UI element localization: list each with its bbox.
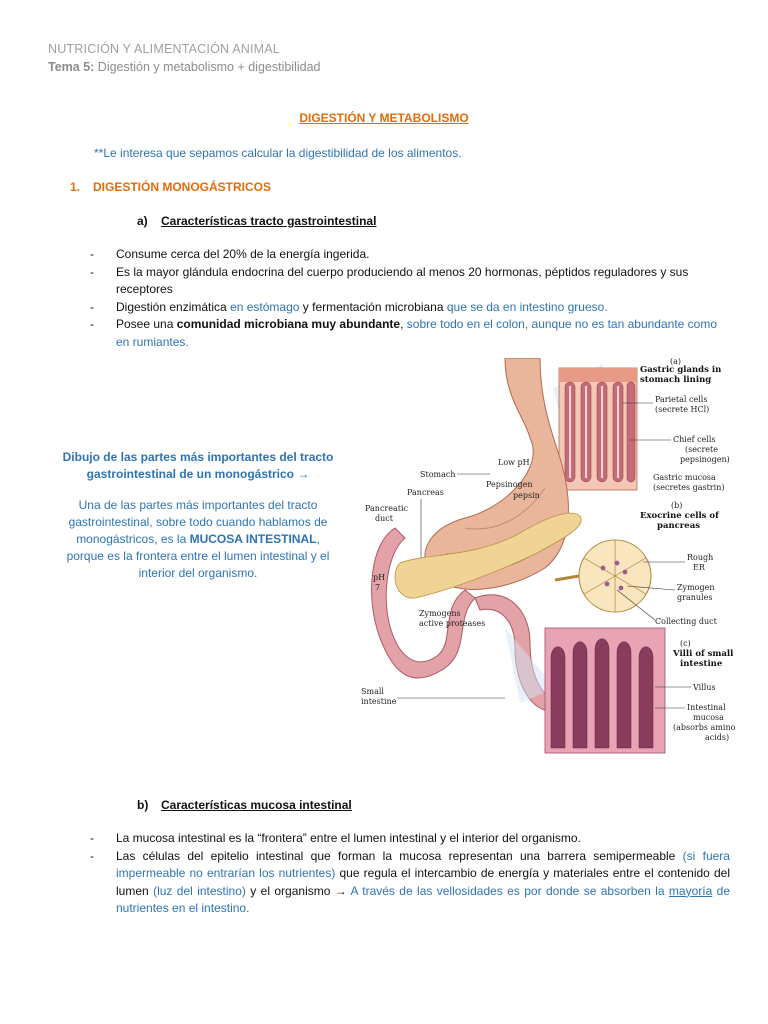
- list-item-text: Las células del epitelio intestinal que …: [116, 848, 683, 863]
- fig-label-intestinal-mucosa: acids): [705, 733, 729, 742]
- section-number: 1.: [70, 180, 81, 194]
- fig-label-chief: Chief cells: [673, 435, 716, 444]
- fig-label-intestinal-mucosa: Intestinal: [687, 703, 726, 712]
- list-item-highlight: en estómago: [230, 299, 300, 314]
- fig-label-pancreatic-duct: Pancreatic: [365, 504, 409, 513]
- course-header: NUTRICIÓN Y ALIMENTACIÓN ANIMAL: [48, 42, 280, 56]
- fig-label-collecting-duct: Collecting duct: [655, 617, 718, 626]
- list-item-highlight: (si fuera impermeable no entrarían los n…: [116, 848, 730, 881]
- fig-label-pepsin: pepsin: [513, 491, 540, 500]
- fig-label-parietal: (secrete HCl): [655, 405, 709, 414]
- list-item-text: Es la mayor glándula endocrina del cuerp…: [116, 264, 689, 297]
- fig-label-ph: pH: [373, 573, 385, 582]
- list-item-text: Consume cerca del 20% de la energía inge…: [116, 247, 370, 261]
- list-item-highlight: que se da en intestino grueso.: [446, 299, 608, 314]
- fig-label-ph-value: 7: [375, 583, 380, 592]
- subsection-b-letter: b): [137, 798, 149, 812]
- list-item-bold: comunidad microbiana muy abundante: [176, 317, 401, 331]
- fig-label-a: (a): [670, 358, 681, 366]
- subsection-a-label: Características tracto gastrointestinal: [161, 214, 377, 228]
- list-item: -Consume cerca del 20% de la energía ing…: [90, 247, 370, 261]
- topic-rest: Digestión y metabolismo + digestibilidad: [94, 60, 321, 74]
- list-item: -Las células del epitelio intestinal que…: [90, 848, 730, 916]
- fig-label-pepsinogen: Pepsinogen: [486, 480, 533, 489]
- figure-caption-title: Dibujo de las partes más importantes del…: [62, 450, 334, 481]
- list-item-text: Digestión enzimática: [116, 299, 231, 314]
- fig-label-pancreas: Pancreas: [407, 488, 444, 497]
- fig-label-b: (b): [671, 501, 682, 510]
- fig-label-pancreatic-duct: duct: [375, 514, 394, 523]
- fig-label-zymogen-granules: Zymogen: [677, 583, 715, 592]
- list-item: -Es la mayor glándula endocrina del cuer…: [90, 264, 689, 297]
- list-item: -Digestión enzimática en estómago y ferm…: [90, 299, 608, 314]
- list-item-text: La mucosa intestinal es la “frontera” en…: [116, 831, 581, 845]
- subsection-b-heading: b) Características mucosa intestinal: [137, 798, 352, 812]
- section-heading: 1. DIGESTIÓN MONOGÁSTRICOS: [70, 180, 271, 194]
- gastric-glands-inset: [553, 364, 638, 491]
- fig-label-chief: pepsinogen): [680, 455, 730, 464]
- fig-label-chief: (secrete: [685, 445, 718, 454]
- list-item-highlight: de nutrientes en el intestino.: [116, 883, 730, 916]
- caption-text: Una de las partes más importantes del tr…: [68, 498, 328, 546]
- subsection-b-label: Características mucosa intestinal: [161, 798, 352, 812]
- list-item-text: Posee una: [116, 317, 177, 331]
- list-item-text: y fermentación microbiana: [299, 299, 447, 314]
- fig-title-b: pancreas: [657, 521, 700, 531]
- subsection-a-letter: a): [137, 214, 148, 228]
- villi-inset: [505, 627, 666, 754]
- fig-title-c: Villi of small: [672, 649, 734, 659]
- fig-label-stomach: Stomach: [420, 470, 456, 479]
- fig-label-zymogen-granules: granules: [677, 593, 712, 602]
- topic-prefix: Tema 5:: [48, 60, 95, 74]
- fig-label-small-intestine: intestine: [361, 697, 397, 706]
- topic-header: Tema 5: Digestión y metabolismo + digest…: [48, 60, 321, 74]
- caption-text: , porque es la frontera entre el lumen i…: [66, 532, 330, 580]
- fig-label-zymogens: Zymogens: [419, 609, 461, 618]
- caption-bold: MUCOSA INTESTINAL: [189, 532, 317, 546]
- fig-label-villus: Villus: [692, 683, 716, 692]
- fig-label-c: (c): [680, 639, 691, 648]
- list-item-highlight: mayoría: [668, 883, 713, 898]
- section-label: DIGESTIÓN MONOGÁSTRICOS: [93, 180, 272, 194]
- fig-label-rough-er: Rough: [687, 553, 713, 562]
- list-item-text: y el organismo →: [245, 883, 351, 898]
- fig-label-gastric-mucosa: Gastric mucosa: [653, 473, 716, 482]
- list-item-highlight: A través de las vellosidades es por dond…: [350, 883, 669, 898]
- pancreas-shape: [394, 512, 582, 599]
- digestive-tract-illustration: (a) Gastric glands in stomach lining Par…: [361, 358, 736, 754]
- fig-label-gastric-mucosa: (secretes gastrin): [653, 483, 724, 492]
- intro-note: **Le interesa que sepamos calcular la di…: [94, 146, 462, 160]
- fig-label-zymogens: active proteases: [419, 619, 485, 628]
- list-item: -La mucosa intestinal es la “frontera” e…: [90, 831, 581, 845]
- fig-title-c: intestine: [680, 659, 723, 669]
- fig-title-a: stomach lining: [640, 375, 711, 385]
- list-item: -Posee una comunidad microbiana muy abun…: [90, 317, 718, 349]
- fig-title-b: Exocrine cells of: [640, 511, 720, 521]
- subsection-a-heading: a) Características tracto gastrointestina…: [137, 214, 376, 228]
- fig-title-a: Gastric glands in: [640, 365, 721, 375]
- bullet-list-b: -La mucosa intestinal es la “frontera” e…: [90, 830, 730, 918]
- fig-label-small-intestine: Small: [361, 687, 384, 696]
- fig-label-intestinal-mucosa: (absorbs amino: [673, 723, 736, 732]
- list-item-highlight: sobre todo en el colon, aunque no es tan…: [116, 317, 718, 349]
- figure-caption-text: Una de las partes más importantes del tr…: [58, 497, 338, 582]
- document-title: DIGESTIÓN Y METABOLISMO: [299, 111, 469, 125]
- fig-label-intestinal-mucosa: mucosa: [693, 713, 724, 722]
- list-item-text: ,: [400, 317, 407, 331]
- fig-label-low-ph: Low pH: [498, 458, 530, 467]
- pancreas-cells-inset: [554, 539, 652, 613]
- list-item-highlight: (luz del intestino): [153, 883, 246, 898]
- bullet-list-a: -Consume cerca del 20% de la energía ing…: [90, 246, 730, 351]
- fig-label-parietal: Parietal cells: [655, 395, 707, 404]
- list-item-text: que regula el intercambio de energía y m…: [116, 866, 730, 898]
- fig-label-rough-er: ER: [693, 563, 706, 572]
